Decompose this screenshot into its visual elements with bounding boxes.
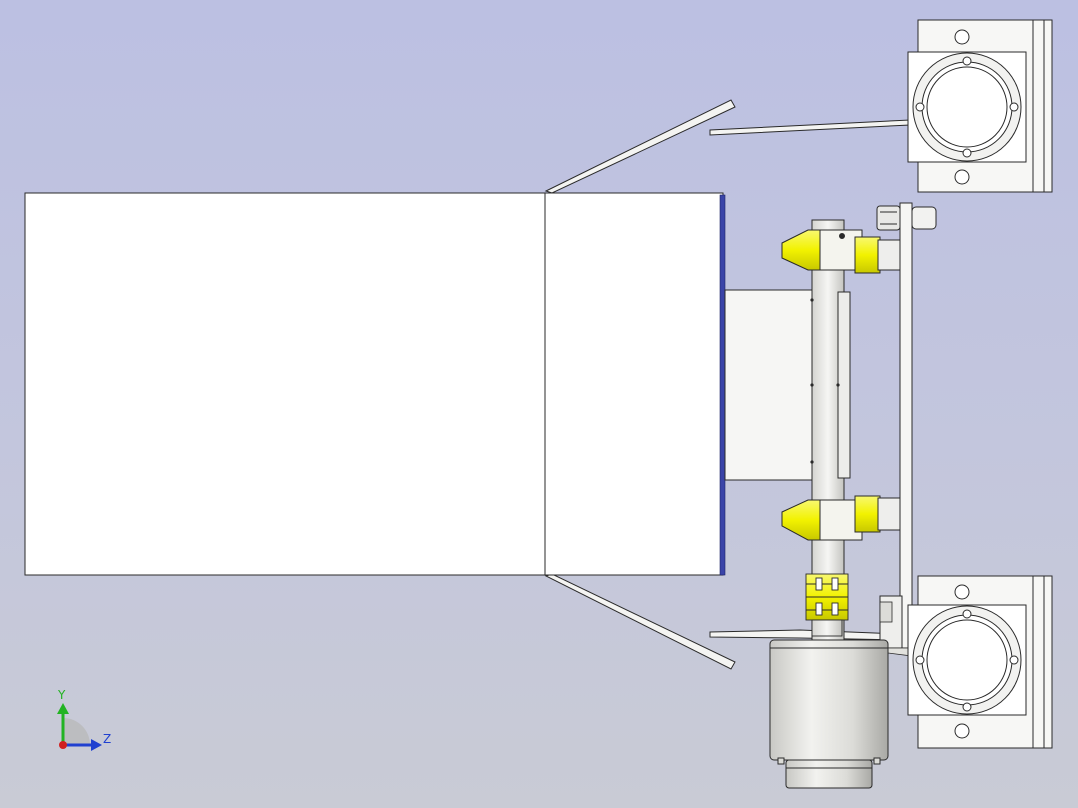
rear-block[interactable] — [724, 289, 814, 481]
y-axis-arrowhead-icon — [57, 703, 69, 714]
guide-plate-top[interactable] — [544, 99, 911, 194]
drive-motor[interactable] — [769, 639, 889, 789]
mounting-plate[interactable] — [879, 202, 913, 657]
box-body[interactable] — [24, 192, 726, 576]
clamp-lower[interactable] — [781, 495, 901, 541]
clamp-upper[interactable] — [781, 229, 901, 274]
reference-triad — [57, 703, 102, 751]
shaft[interactable] — [810, 219, 851, 641]
wheel-unit-top[interactable] — [907, 19, 1053, 193]
wheel-unit-bottom[interactable] — [907, 575, 1053, 749]
hex-bolt[interactable] — [876, 205, 937, 231]
triad-plane-icon — [63, 718, 90, 745]
z-axis-arrowhead-icon — [91, 739, 102, 751]
triad-z-label: Z — [103, 732, 112, 746]
shaft-coupling[interactable] — [805, 573, 849, 637]
triad-y-label: Y — [58, 688, 66, 702]
x-axis-origin-icon — [59, 741, 67, 749]
